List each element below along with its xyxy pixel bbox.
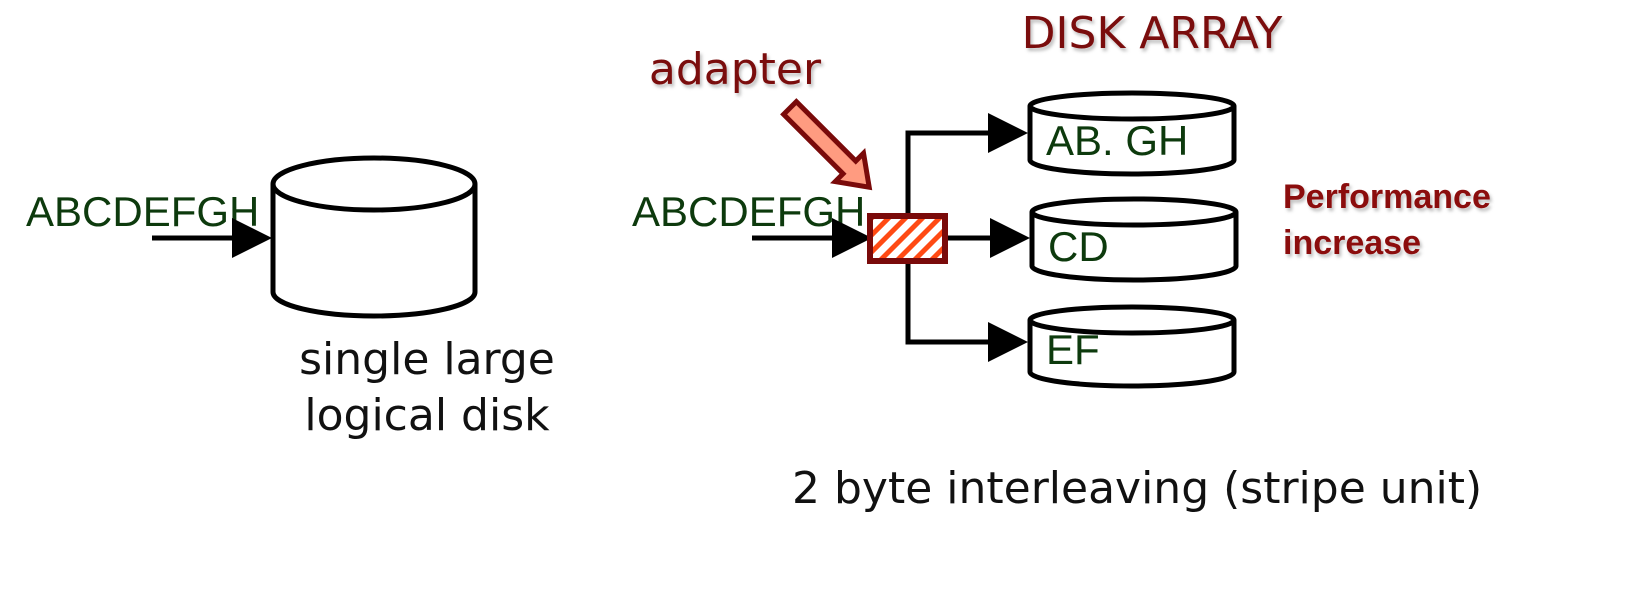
diagram-title: DISK ARRAY: [1022, 8, 1283, 59]
benefit-line2: increase: [1283, 224, 1421, 262]
adapter-pointer-arrow: [780, 98, 873, 191]
left-input-label: ABCDEFGH: [26, 188, 259, 235]
adapter-label: adapter: [649, 44, 822, 95]
single-disk-icon: [270, 155, 478, 319]
disk-array-section: adapter ABCDEFGH AB. GH CD: [632, 44, 1491, 514]
array-disk-3: EF: [1027, 304, 1237, 389]
interleaving-caption: 2 byte interleaving (stripe unit): [792, 463, 1482, 514]
array-disk-1-label: AB. GH: [1046, 117, 1188, 164]
disk-caption-line1: single large: [299, 334, 555, 385]
branch-connectors: [905, 113, 1030, 362]
right-input-label: ABCDEFGH: [632, 188, 865, 235]
array-disk-2: CD: [1029, 196, 1239, 283]
array-disk-1: AB. GH: [1027, 90, 1237, 177]
disk-caption-line2: logical disk: [304, 390, 550, 441]
benefit-line1: Performance: [1283, 178, 1491, 216]
adapter-box: [867, 213, 948, 264]
array-disk-2-label: CD: [1048, 223, 1109, 270]
single-disk-section: ABCDEFGH single large logical disk: [26, 155, 555, 441]
array-disk-3-label: EF: [1046, 326, 1100, 373]
